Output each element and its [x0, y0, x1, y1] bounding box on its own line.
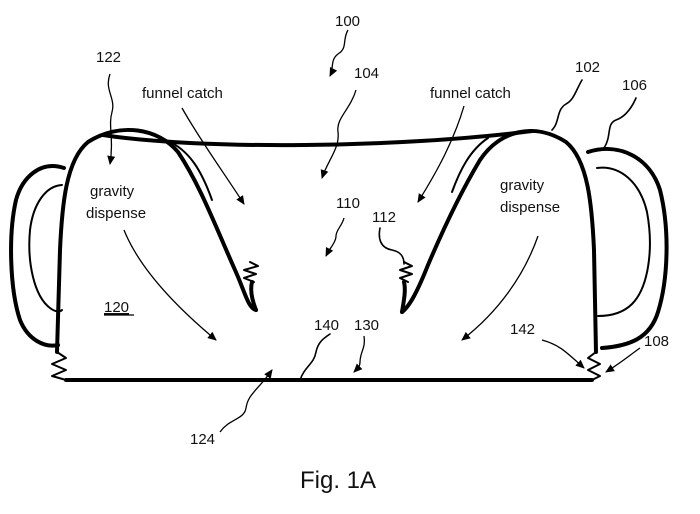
ref-124: 124 [190, 431, 215, 448]
lead-110 [326, 218, 344, 256]
right-tip-zigzag [400, 262, 412, 282]
ref-120: 120 [104, 299, 129, 316]
left-seal-zigzag [52, 352, 66, 380]
label-gravity-left-2: dispense [86, 205, 146, 222]
ref-102: 102 [575, 59, 600, 76]
lead-102 [552, 80, 582, 130]
lead-108 [606, 348, 640, 372]
lead-112 [379, 228, 404, 264]
right-seal-zigzag [588, 352, 600, 380]
ref-104: 104 [354, 65, 379, 82]
lead-106 [604, 98, 636, 148]
left-tip-zigzag [244, 262, 258, 282]
lead-130 [354, 336, 364, 372]
lead-142 [542, 340, 584, 368]
right-wall [402, 131, 596, 352]
lead-140 [300, 334, 330, 380]
lead-100 [330, 30, 348, 76]
arrow-funnel-catch-right [418, 106, 464, 202]
arrow-gravity-left [124, 230, 216, 340]
label-funnel-catch-left: funnel catch [142, 85, 223, 102]
right-funnel-tip [402, 282, 405, 312]
label-gravity-right-2: dispense [500, 199, 560, 216]
lead-122 [108, 74, 113, 164]
ref-112: 112 [372, 209, 396, 226]
arrow-funnel-catch-left [182, 108, 244, 204]
ref-106: 106 [622, 77, 647, 94]
label-gravity-right-1: gravity [500, 177, 545, 194]
label-funnel-catch-right: funnel catch [430, 85, 511, 102]
ref-140: 140 [314, 317, 339, 334]
right-lobe-inner [452, 138, 488, 192]
left-wall [57, 130, 256, 352]
figure-caption: Fig. 1A [300, 467, 376, 494]
ref-122: 122 [96, 49, 121, 66]
ref-100: 100 [335, 13, 360, 30]
ref-142: 142 [510, 321, 535, 338]
ref-130: 130 [354, 317, 379, 334]
ref-108: 108 [644, 333, 669, 350]
ref-110: 110 [336, 195, 360, 212]
right-handle [588, 149, 667, 348]
label-gravity-left-1: gravity [90, 183, 135, 200]
lead-104 [322, 90, 356, 178]
